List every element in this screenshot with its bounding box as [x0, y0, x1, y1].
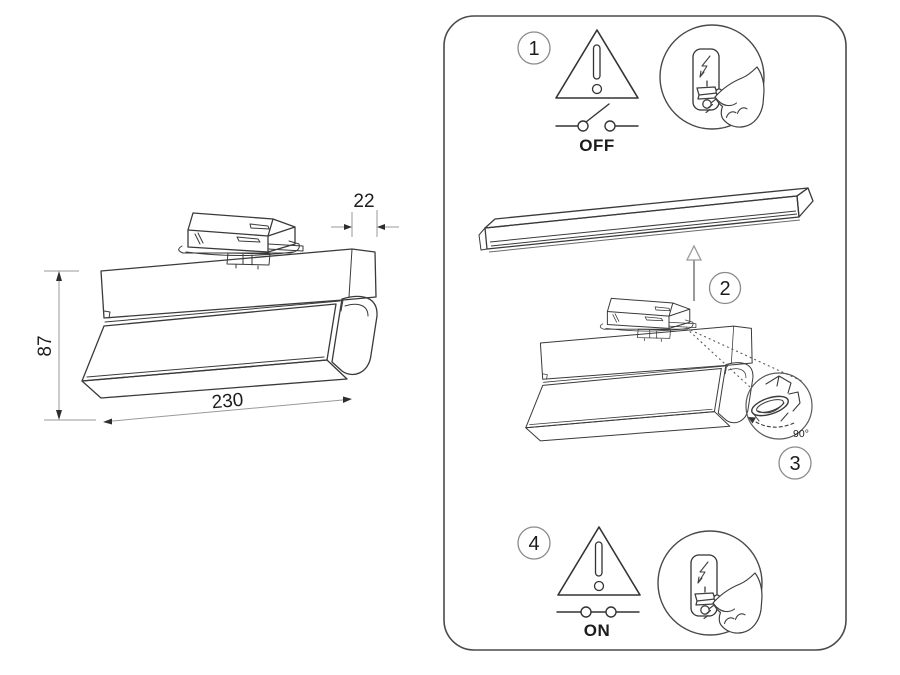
detail-callout-lines	[685, 327, 805, 389]
step-4: 4 ON	[517, 526, 763, 640]
dimension-depth-label: 22	[353, 191, 374, 212]
step-4-badge	[517, 526, 551, 560]
step-3-number: 3	[789, 453, 800, 475]
dimension-height: 87	[35, 270, 96, 421]
on-label: ON	[584, 621, 611, 640]
step-1: 1 OFF	[517, 24, 765, 155]
step-1-number: 1	[528, 38, 539, 60]
step-4-number: 4	[528, 533, 539, 555]
dimension-length-label: 230	[211, 390, 244, 414]
warning-triangle-icon	[555, 29, 639, 99]
step-2-badge	[708, 271, 742, 305]
warning-triangle-icon	[557, 526, 641, 596]
step-3: 90° 3	[685, 327, 813, 480]
track-light-fixture	[81, 212, 378, 399]
track-rail	[478, 187, 814, 253]
switch-press-hand-icon	[659, 24, 765, 130]
dimension-height-label: 87	[35, 335, 56, 356]
off-label: OFF	[579, 136, 615, 155]
switch-press-hand-icon	[657, 530, 763, 636]
power-on-switch-icon	[556, 606, 640, 618]
rotation-detail-icon	[745, 372, 813, 440]
power-off-switch-icon	[555, 103, 639, 132]
instruction-panel: 1 OFF	[443, 15, 847, 651]
step-2: 2	[478, 187, 814, 442]
rotation-angle-label: 90°	[793, 428, 809, 440]
step-1-badge	[517, 31, 551, 65]
panel-border	[443, 15, 847, 651]
fixture-dimension-drawing: 22 87 230	[35, 191, 399, 425]
track-light-fixture	[525, 297, 754, 442]
insert-arrow-icon	[685, 244, 703, 301]
step-2-number: 2	[719, 278, 730, 300]
dimension-depth: 22	[331, 191, 399, 237]
dimension-length: 230	[103, 390, 352, 425]
step-3-badge	[778, 446, 812, 480]
